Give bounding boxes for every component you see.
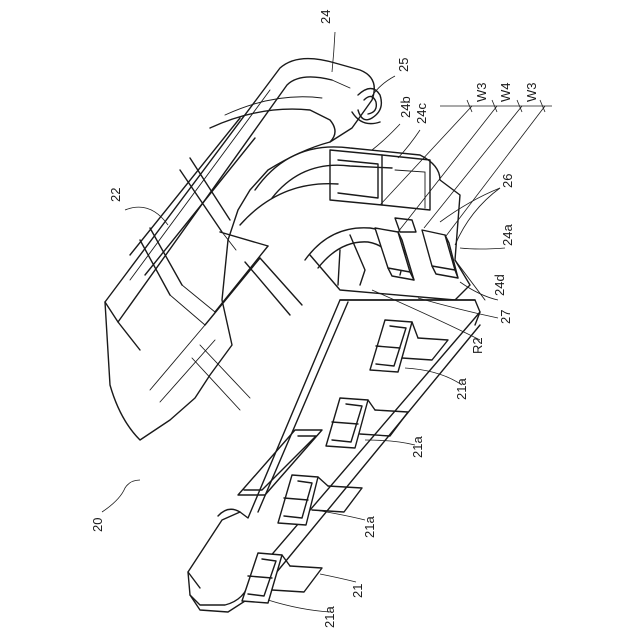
label-22: 22 (108, 188, 123, 202)
base-plate-21 (188, 300, 480, 612)
label-24d: 24d (492, 274, 507, 296)
label-21a-bottom: 21a (322, 606, 337, 628)
label-21: 21 (350, 584, 365, 598)
label-24b: 24b (398, 96, 413, 118)
label-R2: R2 (470, 337, 485, 354)
label-24a: 24a (500, 224, 515, 246)
label-21a-third: 21a (362, 516, 377, 538)
label-25: 25 (396, 58, 411, 72)
label-21a-top: 21a (454, 378, 469, 400)
label-20: 20 (90, 518, 105, 532)
label-W4: W4 (498, 83, 513, 103)
label-W3-a: W3 (474, 83, 489, 103)
label-21a-second: 21a (410, 436, 425, 458)
label-27: 27 (498, 310, 513, 324)
dimension-lines (380, 100, 552, 236)
label-24: 24 (318, 10, 333, 24)
label-26: 26 (500, 174, 515, 188)
label-W3-b: W3 (524, 83, 539, 103)
label-24c: 24c (414, 103, 429, 124)
